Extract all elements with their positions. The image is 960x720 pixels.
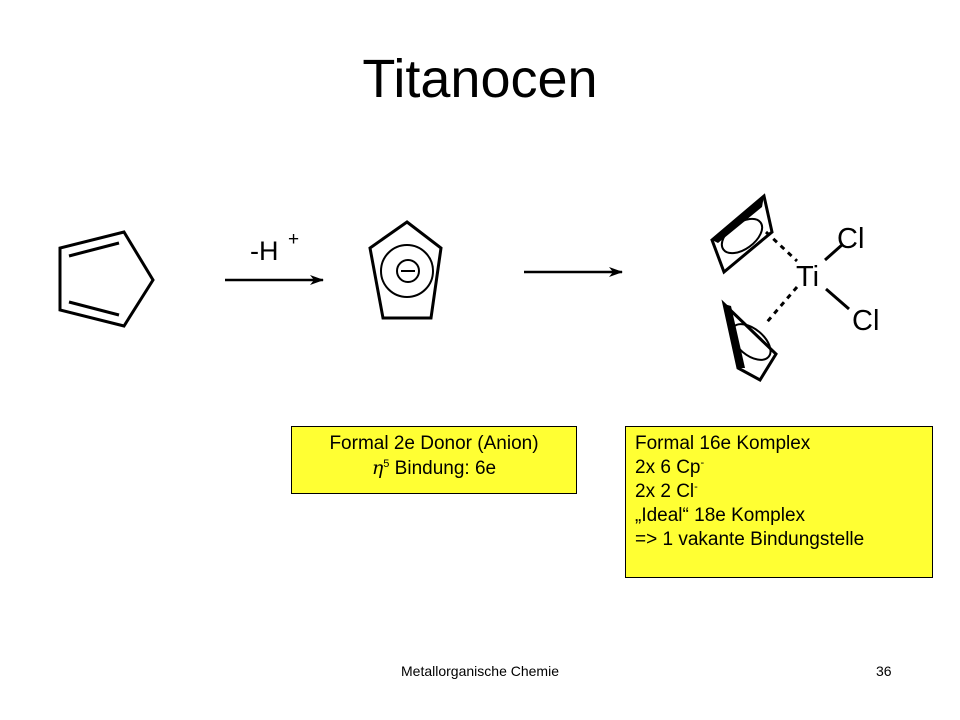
- cyclopentadiene-molecule: [58, 230, 155, 328]
- complex-info-line2: 2x 6 Cp-: [635, 456, 932, 480]
- chlorine-label-top: Cl: [837, 223, 864, 255]
- cyclopentadienyl-anion: [368, 220, 443, 320]
- complex-info-line4: „Ideal“ 18e Komplex: [635, 505, 806, 526]
- anion-info-line2-text: Bindung: 6e: [389, 458, 497, 479]
- titanocene-dichloride: Ti Cl Cl: [710, 193, 879, 382]
- complex-info-box: Formal 16e Komplex 2x 6 Cp- 2x 2 Cl- „Id…: [625, 426, 933, 578]
- complex-info-line2-sup: -: [700, 457, 705, 469]
- titanium-label: Ti: [796, 261, 819, 293]
- complex-info-line3-text: 2x 2 Cl: [635, 481, 695, 502]
- complex-info-line5: => 1 vakante Bindungstelle: [635, 529, 865, 550]
- deprotonation-arrow: -H +: [225, 229, 324, 285]
- slide-title: Titanocen: [362, 49, 598, 109]
- arrow1-label: -H: [250, 236, 279, 266]
- complex-info-line3: 2x 2 Cl-: [635, 480, 932, 504]
- eta-superscript: 5: [383, 458, 390, 470]
- complex-info-line1: Formal 16e Komplex: [635, 433, 811, 454]
- anion-info-line1: Formal 2e Donor (Anion): [329, 433, 539, 454]
- eta-symbol: η: [371, 457, 384, 479]
- arrow1-label-sup: +: [288, 229, 299, 250]
- anion-info-box: Formal 2e Donor (Anion) η5 Bindung: 6e: [291, 426, 577, 494]
- footer-course-title: Metallorganische Chemie: [401, 663, 559, 679]
- chlorine-label-bottom: Cl: [852, 305, 879, 337]
- anion-info-line2: η5 Bindung: 6e: [292, 456, 576, 481]
- complex-info-line2-text: 2x 6 Cp: [635, 457, 701, 478]
- slide-number: 36: [876, 663, 892, 679]
- complex-info-line3-sup: -: [694, 481, 698, 493]
